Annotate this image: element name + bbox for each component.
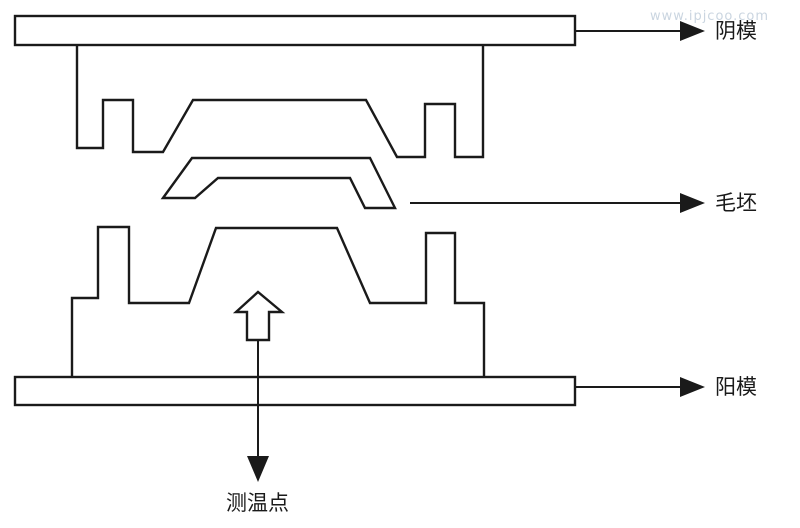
blank-arrowhead-icon (680, 193, 705, 213)
lower-mold-label: 阳模 (715, 375, 757, 399)
upper-mold-plate (13, 14, 577, 47)
measure-point-arrowhead-icon (247, 456, 269, 482)
hollow-up-arrow-icon (232, 290, 286, 342)
watermark-text: www.ipjcoo.com (650, 9, 770, 24)
measure-point-label: 测温点 (226, 491, 289, 515)
upper-mold-label: 阴模 (715, 19, 757, 43)
blank-sheet (160, 156, 397, 210)
upper-mold-cavity (75, 45, 485, 159)
upper-mold-arrowhead-icon (680, 21, 705, 41)
lower-mold-arrowhead-icon (680, 377, 705, 397)
lower-mold-core (70, 225, 486, 377)
lower-mold-plate (13, 375, 577, 407)
blank-label: 毛坯 (715, 191, 757, 215)
